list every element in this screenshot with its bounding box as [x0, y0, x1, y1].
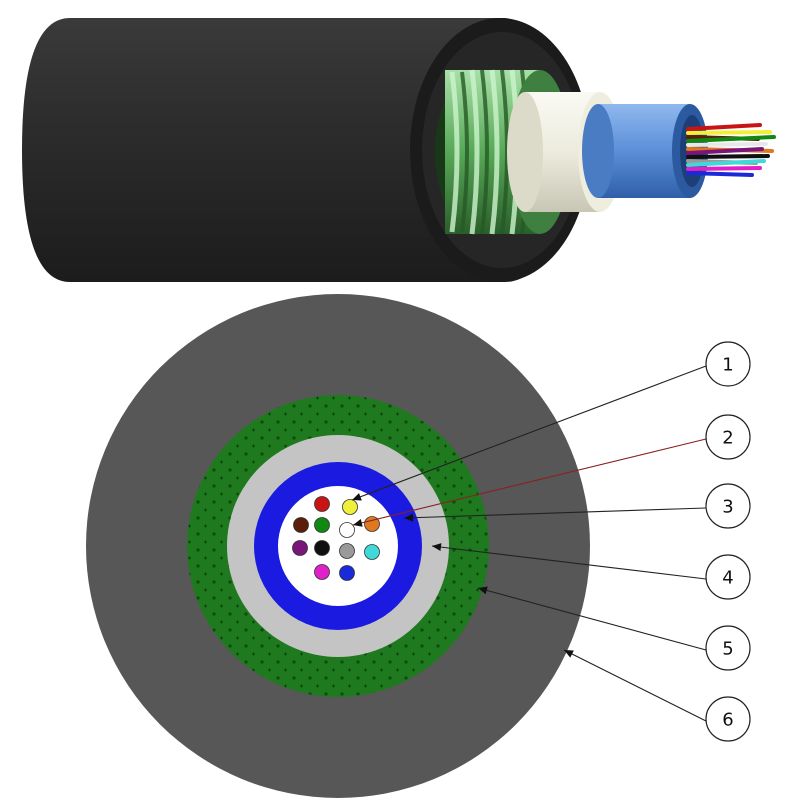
fiber-strand-5	[686, 142, 768, 147]
callout-arrowhead-6	[564, 650, 574, 658]
callout-leader-3	[403, 507, 707, 519]
callout-leader-6	[563, 649, 707, 722]
fibers-3d	[686, 123, 776, 177]
callout-circle-5	[705, 625, 751, 671]
fiber-strand-7	[686, 147, 764, 155]
callout-2: 2	[352, 414, 751, 527]
callout-label-6: 6	[722, 710, 733, 731]
callout-circle-3	[705, 483, 751, 529]
callout-6: 6	[563, 649, 751, 742]
fiber-8	[314, 540, 330, 556]
callout-leader-1	[351, 365, 707, 501]
callout-label-2: 2	[722, 428, 733, 449]
callout-arrowhead-5	[478, 586, 488, 595]
callout-5: 5	[477, 586, 751, 671]
fibers-cross-section	[292, 496, 380, 581]
cable-3d-view	[22, 18, 776, 282]
fiber-strand-10	[686, 159, 766, 167]
callout-circle-4	[705, 554, 751, 600]
callout-label-4: 4	[722, 568, 733, 589]
callout-leader-4	[431, 545, 707, 580]
callout-3: 3	[403, 483, 751, 529]
callout-arrowhead-3	[404, 513, 414, 522]
fiber-7	[292, 540, 308, 556]
gel-core-section	[278, 486, 398, 606]
fiber-2	[342, 499, 358, 515]
fiber-10	[364, 544, 380, 560]
callout-circle-1	[705, 341, 751, 387]
cross-section-view	[86, 294, 590, 798]
fiber-strand-12	[686, 171, 754, 177]
callouts: 1 2 3 4 5 6	[351, 341, 751, 742]
fiber-11	[314, 564, 330, 580]
callout-label-3: 3	[722, 497, 733, 518]
callout-label-1: 1	[722, 355, 733, 376]
fiber-12	[339, 565, 355, 581]
callout-circle-6	[705, 696, 751, 742]
fiber-4	[314, 517, 330, 533]
callout-label-5: 5	[722, 639, 733, 660]
fiber-6	[364, 516, 380, 532]
callout-arrowhead-1	[352, 493, 362, 501]
outer-jacket-3d	[22, 18, 540, 282]
fiber-5	[339, 522, 355, 538]
fiber-strand-4	[686, 135, 776, 143]
fiber-9	[339, 543, 355, 559]
callout-arrowhead-4	[432, 543, 442, 552]
callout-1: 1	[351, 341, 751, 501]
fiber-strand-2	[686, 130, 772, 135]
fiber-1	[314, 496, 330, 512]
callout-circle-2	[705, 414, 751, 460]
callout-arrowhead-2	[353, 518, 363, 527]
callout-4: 4	[431, 543, 751, 600]
fiber-strand-1	[686, 123, 762, 131]
fiber-strand-11	[686, 166, 762, 171]
fiber-strand-8	[686, 154, 770, 159]
callout-leader-2	[352, 438, 707, 526]
fiber-3	[293, 517, 309, 533]
callout-leader-5	[477, 587, 707, 651]
